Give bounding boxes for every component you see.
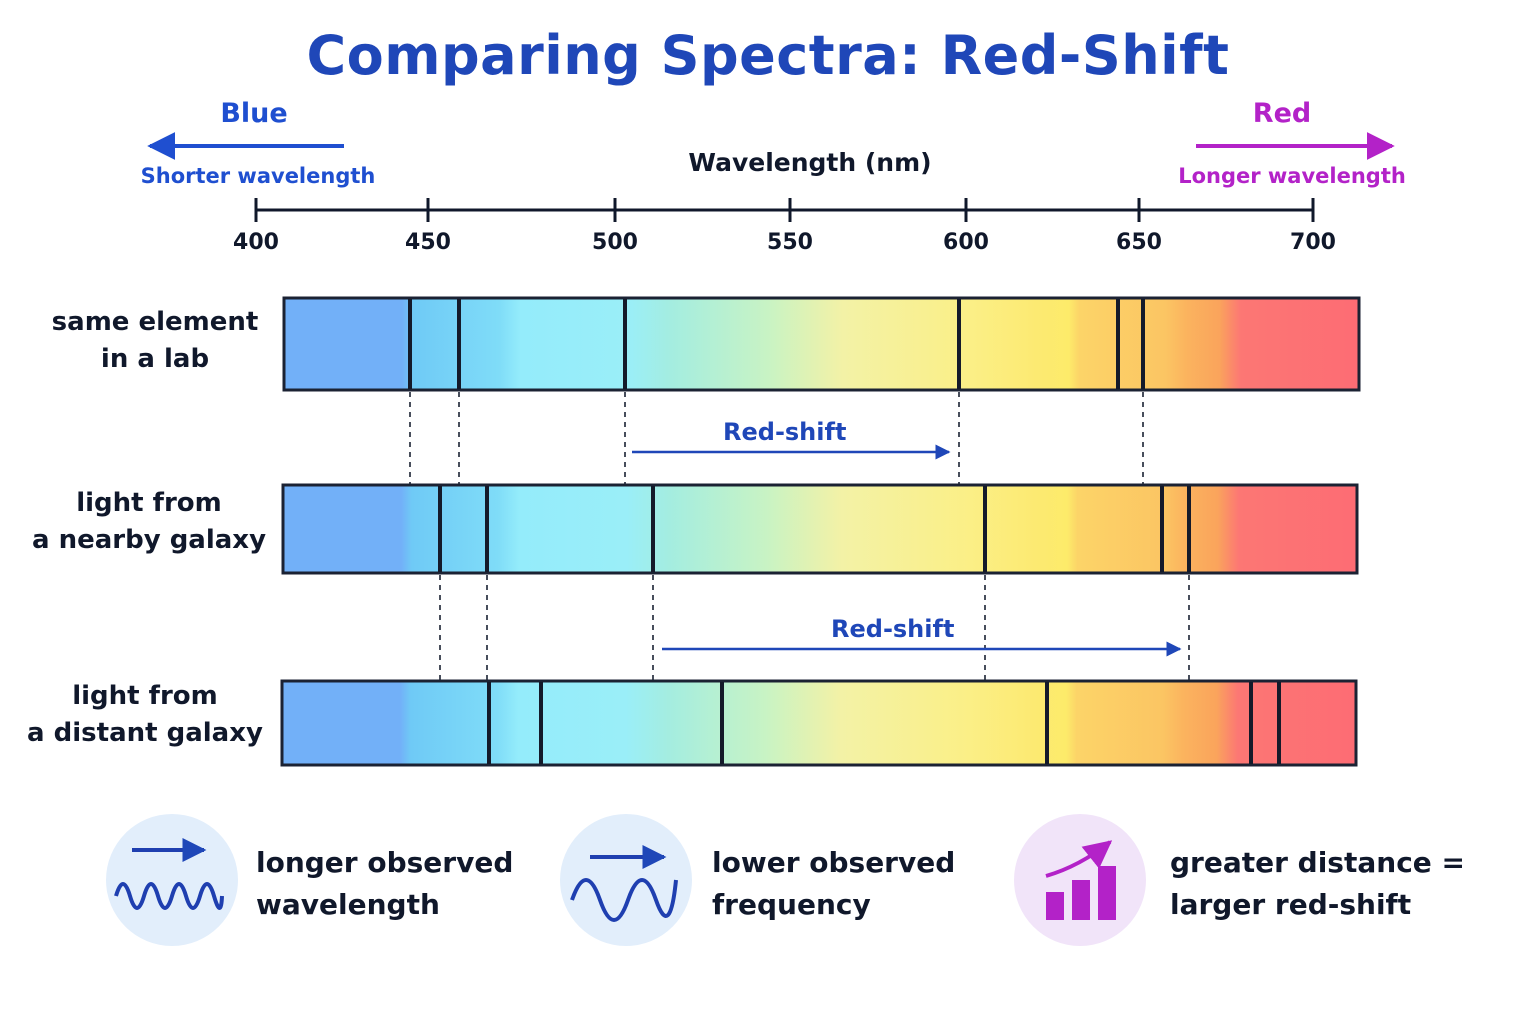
wave-arrow-icon bbox=[560, 814, 692, 946]
row-label-distant-line1: light from bbox=[72, 681, 218, 711]
tick-label-600: 600 bbox=[943, 230, 989, 255]
connector-lines-lower bbox=[439, 575, 1190, 680]
feature-text-line2: larger red-shift bbox=[1170, 888, 1412, 921]
spectrum-bar-distant bbox=[280, 679, 1358, 767]
tick-label-650: 650 bbox=[1116, 230, 1162, 255]
row-label-lab-line1: same element bbox=[51, 307, 259, 337]
tick-label-500: 500 bbox=[592, 230, 638, 255]
wave-arrow-icon bbox=[106, 814, 238, 946]
absorption-lines-nearby bbox=[438, 486, 1191, 572]
red-direction-label: Red bbox=[1252, 98, 1312, 129]
feature-lower-frequency: lower observed frequency bbox=[712, 842, 955, 926]
absorption-lines-distant bbox=[487, 682, 1281, 764]
longer-wavelength-caption: Longer wavelength bbox=[1178, 164, 1406, 188]
tick-label-400: 400 bbox=[233, 230, 279, 255]
row-label-lab-line2: in a lab bbox=[100, 344, 210, 374]
feature-longer-wavelength: longer observed wavelength bbox=[256, 842, 513, 926]
tick-label-450: 450 bbox=[405, 230, 451, 255]
row-label-distant: light from a distant galaxy bbox=[20, 678, 270, 752]
feature-text-line2: frequency bbox=[712, 888, 871, 921]
spectrum-bar-nearby bbox=[281, 483, 1359, 575]
row-label-lab: same element in a lab bbox=[30, 304, 280, 378]
feature-greater-distance: greater distance = larger red-shift bbox=[1170, 842, 1465, 926]
row-label-nearby-line2: a nearby galaxy bbox=[31, 525, 267, 555]
spectrum-bar-lab bbox=[282, 296, 1361, 392]
row-label-nearby: light from a nearby galaxy bbox=[24, 485, 274, 559]
tick-label-700: 700 bbox=[1290, 230, 1336, 255]
row-label-nearby-line1: light from bbox=[76, 488, 222, 518]
redshift-label-upper: Red-shift bbox=[723, 418, 847, 446]
redshift-label-lower: Red-shift bbox=[831, 615, 955, 643]
bar-chart-trend-icon bbox=[1014, 814, 1146, 946]
axis-title: Wavelength (nm) bbox=[688, 148, 932, 177]
feature-text-line1: lower observed bbox=[712, 846, 956, 879]
feature-text-line2: wavelength bbox=[256, 888, 440, 921]
feature-text-line1: longer observed bbox=[256, 846, 514, 879]
shorter-wavelength-caption: Shorter wavelength bbox=[140, 164, 376, 188]
feature-text-line1: greater distance = bbox=[1170, 846, 1465, 879]
tick-label-550: 550 bbox=[767, 230, 813, 255]
absorption-lines-lab bbox=[408, 299, 1145, 389]
blue-direction-label: Blue bbox=[220, 98, 288, 129]
axis-ticks bbox=[254, 198, 1315, 222]
page-title: Comparing Spectra: Red-Shift bbox=[306, 24, 1230, 87]
row-label-distant-line2: a distant galaxy bbox=[27, 718, 263, 748]
